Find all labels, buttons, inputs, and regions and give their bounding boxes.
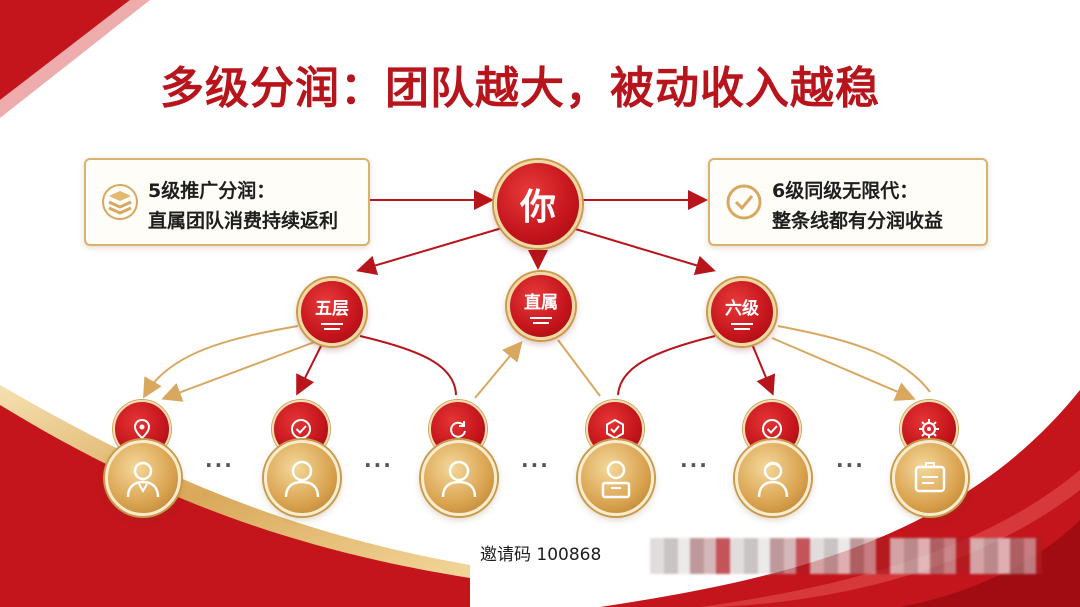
member-3-avatar: [421, 440, 497, 516]
check-circle-icon: [762, 419, 782, 439]
cube-icon: [606, 418, 624, 440]
ellipsis-3: ···: [521, 453, 550, 477]
swoosh-bottom-left: [0, 400, 470, 607]
level-node-six: 六级: [708, 278, 776, 346]
page-title: 多级分润：团队越大，被动收入越稳: [160, 63, 880, 114]
refresh-icon: [450, 421, 466, 438]
level-node-direct-label: 直属: [524, 293, 558, 313]
member-6-avatar: [892, 440, 968, 516]
invite-code: 邀请码 100868: [480, 545, 602, 565]
member-5-avatar: [735, 440, 811, 516]
person-icon: [284, 460, 320, 498]
member-4-avatar: [578, 440, 654, 516]
level-node-six-label: 六级: [725, 299, 759, 319]
level-node-five-label: 五层: [315, 299, 349, 319]
info-left-line2: 直属团队消费持续返利: [148, 210, 339, 232]
info-right-line1: 6级同级无限代：: [772, 180, 919, 202]
service-agent-icon: [601, 460, 631, 499]
info-box-left: 5级推广分润： 直属团队消费持续返利: [84, 158, 370, 246]
info-box-right: 6级同级无限代： 整条线都有分润收益: [708, 158, 988, 246]
member-2-avatar: [264, 440, 340, 516]
ellipsis-2: ···: [364, 453, 393, 477]
layers-icon: [102, 184, 138, 220]
member-1-avatar: [105, 440, 181, 516]
elder-icon: [757, 461, 789, 498]
blurred-watermark: [650, 538, 1042, 574]
info-right-line2: 整条线都有分润收益: [772, 210, 944, 232]
person-icon: [441, 460, 477, 498]
location-pin-icon: [133, 418, 151, 440]
id-card-icon: [914, 462, 946, 493]
check-circle-icon: [726, 184, 762, 220]
ellipsis-1: ···: [205, 453, 234, 477]
level-node-five: 五层: [298, 278, 366, 346]
info-left-line1: 5级推广分润：: [148, 180, 276, 202]
ellipsis-4: ···: [680, 453, 709, 477]
center-node-you: 你: [494, 160, 582, 248]
ellipsis-5: ···: [836, 453, 865, 477]
check-circle-icon: [291, 419, 311, 439]
female-agent-icon: [126, 461, 160, 498]
level-node-direct: 直属: [507, 272, 575, 340]
gear-icon: [919, 419, 939, 439]
